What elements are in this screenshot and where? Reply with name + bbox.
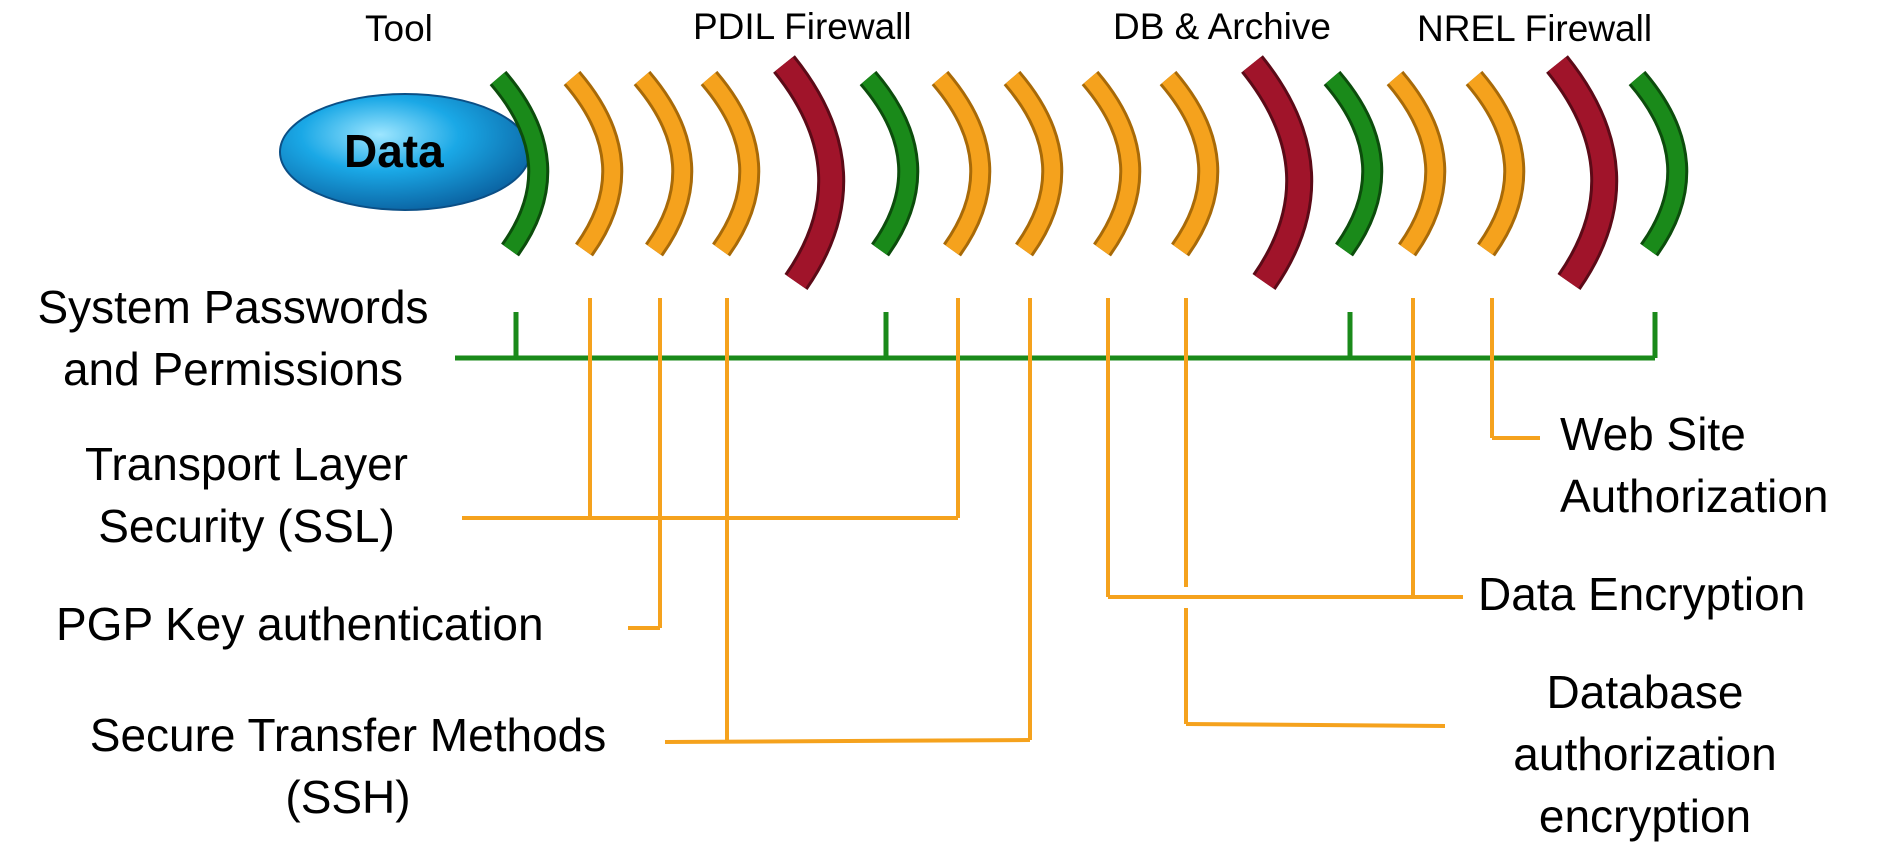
data-pill-label: Data xyxy=(344,125,444,177)
layer-arcs xyxy=(489,55,1689,291)
web-site-label: Web Site Authorization xyxy=(1560,408,1829,522)
layer-arc-orange xyxy=(1083,72,1139,255)
layer-arc-orange xyxy=(1005,72,1061,255)
layer-arc-orange xyxy=(635,72,691,255)
pgp-key-connector xyxy=(628,298,662,630)
layer-arc-orange xyxy=(1467,72,1523,255)
database-auth-label: Database authorization encryption xyxy=(1513,666,1777,842)
layer-arc-red xyxy=(775,57,843,289)
web-site-connector xyxy=(1490,298,1540,440)
layer-arc-red xyxy=(1243,57,1311,289)
system-passwords-connector xyxy=(455,312,1658,361)
layer-arc-orange xyxy=(1388,72,1444,255)
layer-arc-green xyxy=(1325,72,1381,255)
secure-transfer-connector xyxy=(664,298,1032,744)
tool-label: Tool xyxy=(365,8,433,49)
layer-arc-orange xyxy=(565,72,621,255)
pgp-key-label: PGP Key authentication xyxy=(56,598,544,650)
data-encryption-connector xyxy=(1106,298,1463,599)
db-archive-label: DB & Archive xyxy=(1113,6,1331,47)
layer-arc-green xyxy=(861,72,917,255)
layer-arc-red xyxy=(1548,57,1616,289)
layer-arc-orange xyxy=(702,72,758,255)
transport-layer-label: Transport Layer Security (SSL) xyxy=(85,438,408,552)
layer-arc-green xyxy=(491,72,547,255)
nrel-firewall-label: NREL Firewall xyxy=(1417,8,1653,49)
system-passwords-label: System Passwords and Permissions xyxy=(37,281,429,395)
database-auth-connector xyxy=(1184,298,1446,728)
layer-arc-green xyxy=(1630,72,1686,255)
pdil-firewall-label: PDIL Firewall xyxy=(693,6,912,47)
transport-layer-connector xyxy=(462,298,960,520)
layer-arc-orange xyxy=(1161,72,1217,255)
layer-arc-orange xyxy=(933,72,989,255)
data-encryption-label: Data Encryption xyxy=(1478,568,1806,620)
secure-transfer-label: Secure Transfer Methods (SSH) xyxy=(89,709,607,823)
